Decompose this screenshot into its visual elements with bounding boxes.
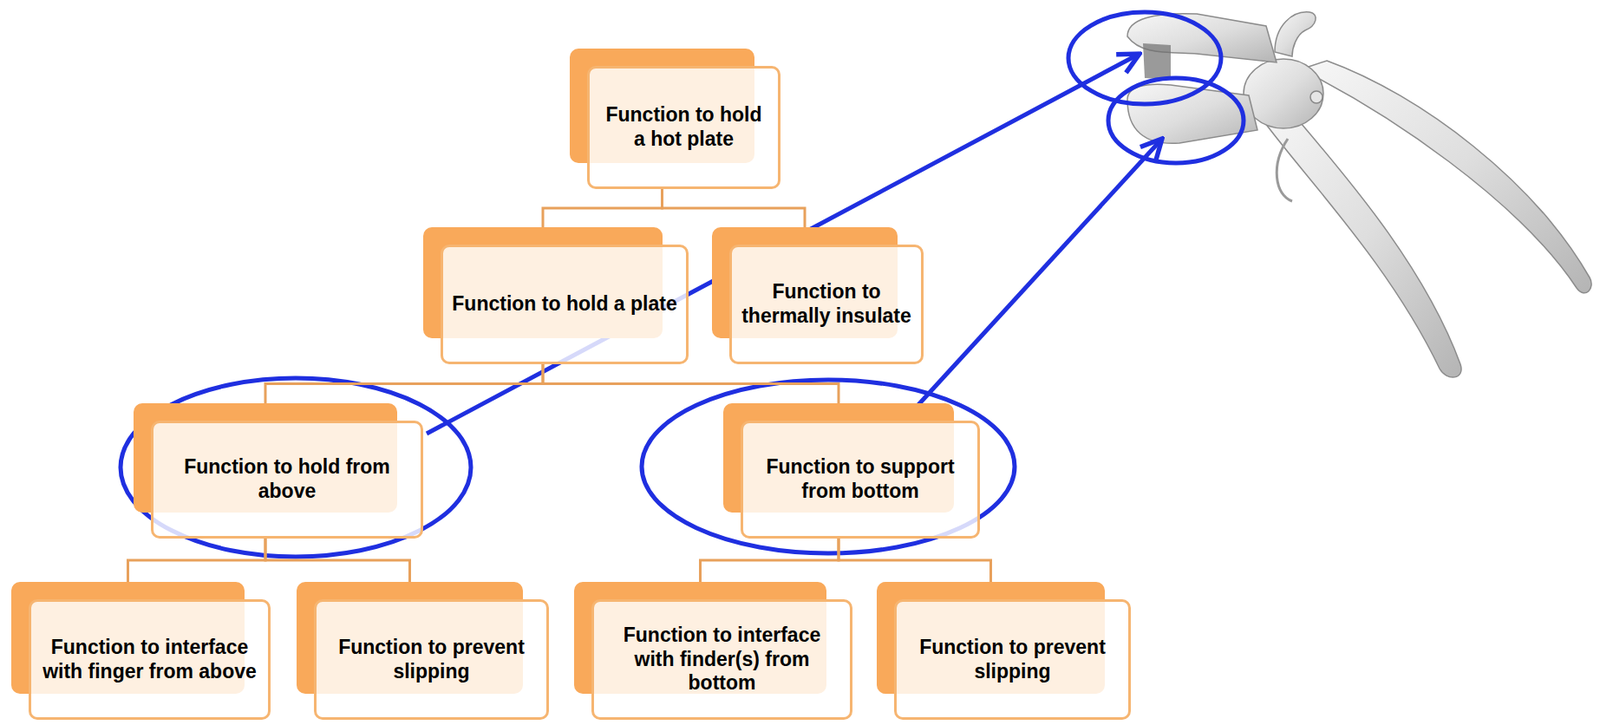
function-box: Function to interface with finger from a… [28,599,271,720]
box-text-group: Function to prevent slipping [324,635,539,684]
tree-connector [838,538,992,582]
function-box: Function to hold from above [150,420,424,539]
box-text-group: Function to interface with finder(s) fro… [601,623,843,696]
function-label: Function to interface with finder(s) fro… [601,623,843,696]
function-box: Function to prevent slipping [313,599,549,720]
highlight-ellipse [1108,78,1244,164]
tongs-rivet [1310,91,1323,104]
tree-connector [128,538,267,582]
function-label: Function to prevent slipping [904,635,1121,684]
box-text-group: Function to prevent slipping [904,635,1121,684]
function-box: Function to support from bottom [740,420,980,539]
function-label: Function to hold from above [161,455,413,503]
function-box: Function to interface with finder(s) fro… [591,599,853,720]
box-text-group: Function to hold from above [161,455,413,503]
box-text-group: Function to thermally insulate [739,280,914,328]
tongs-handle [1257,112,1462,378]
box-text-group: Function to hold a plate [450,292,679,317]
function-label: Function to prevent slipping [324,635,539,684]
tongs-lever [1274,12,1316,57]
function-box: Function to hold a hot plate [587,65,781,190]
tree-connector [542,189,663,228]
tree-connector [265,364,543,404]
box-text-group: Function to hold a hot plate [597,103,771,151]
tree-connector [542,364,839,404]
tree-connector [700,538,840,582]
function-label: Function to interface with finger from a… [39,635,261,684]
function-box: Function to thermally insulate [729,244,924,365]
highlight-ellipse [120,378,471,557]
function-box: Function to hold a plate [440,244,689,365]
tongs-spring [1276,138,1293,202]
tongs-jaw-gap [1142,43,1171,80]
pointer-arrow [906,138,1163,418]
function-label: Function to support from bottom [751,455,970,503]
tree-connector [662,189,806,228]
function-label: Function to hold a hot plate [597,103,771,151]
tongs-pivot [1243,58,1324,129]
highlight-ellipse [641,379,1015,554]
box-text-group: Function to interface with finger from a… [39,635,261,684]
function-label: Function to hold a plate [450,292,679,317]
highlight-ellipse [1068,12,1222,105]
function-box: Function to prevent slipping [894,599,1131,720]
function-label: Function to thermally insulate [739,280,914,328]
box-text-group: Function to support from bottom [751,455,970,503]
tree-connector [265,538,411,582]
